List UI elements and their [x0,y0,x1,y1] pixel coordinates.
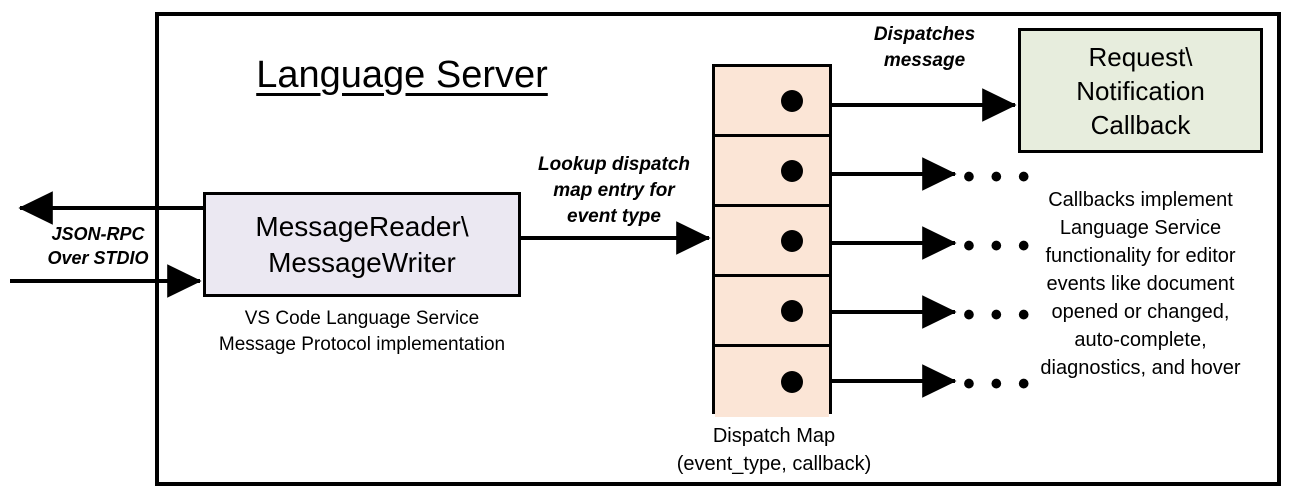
lookup-label-line-1: Lookup dispatch [538,154,690,175]
ellipsis-row-3: • • • [963,227,1033,265]
dispatches-message-edge-label: Dispatches message [832,22,1017,74]
request-notification-callback-node[interactable]: Request\ Notification Callback [1018,28,1263,153]
dispatch-map-row-3[interactable] [715,207,829,277]
callback-pointer-dot-icon [781,371,803,393]
callback-caption-line-3: functionality for editor [1045,245,1236,267]
jsonrpc-transport-label: JSON-RPC Over STDIO [18,222,178,270]
lookup-dispatch-edge-label: Lookup dispatch map entry for event type [519,152,709,230]
language-server-container [155,12,1281,486]
message-reader-writer-caption: VS Code Language Service Message Protoco… [200,306,524,358]
message-reader-label: MessageReader\ [255,210,469,242]
callback-label-line-3: Callback [1090,109,1191,140]
message-reader-writer-node[interactable]: MessageReader\ MessageWriter [203,192,521,297]
callback-caption-line-4: events like document [1046,273,1235,295]
callback-caption-line-2: Language Service [1059,217,1222,239]
callback-pointer-dot-icon [781,299,803,322]
mrw-caption-line-1: VS Code Language Service [244,308,480,329]
lookup-label-line-2: map entry for [553,180,675,201]
ellipsis-row-5: • • • [963,365,1033,403]
jsonrpc-label-line-2: Over STDIO [47,248,149,268]
page-title: Language Server [256,54,548,96]
dispatch-map-row-1[interactable] [715,67,829,137]
callback-caption-line-7: diagnostics, and hover [1040,357,1241,379]
callback-caption-line-6: auto-complete, [1074,329,1207,351]
callback-label-line-1: Request\ [1088,41,1193,72]
dispatch-map-row-5[interactable] [715,347,829,417]
callback-pointer-dot-icon [781,229,803,252]
dispatch-map-caption-line-1: Dispatch Map [712,425,836,447]
callback-caption-line-5: opened or changed, [1051,301,1230,323]
dispatches-label-line-2: message [883,50,966,71]
dispatch-map-caption-line-2: (event_type, callback) [676,453,872,475]
mrw-caption-line-2: Message Protocol implementation [218,334,506,355]
callback-node-caption: Callbacks implement Language Service fun… [1008,186,1273,382]
dispatch-map-row-4[interactable] [715,277,829,347]
ellipsis-row-4: • • • [963,296,1033,334]
callback-pointer-dot-icon [781,159,803,182]
dispatch-map-table[interactable] [712,64,832,417]
lookup-label-line-3: event type [567,206,661,227]
callback-pointer-dot-icon [781,89,803,112]
callback-caption-line-1: Callbacks implement [1048,189,1233,211]
dispatch-map-caption: Dispatch Map (event_type, callback) [650,422,898,478]
message-writer-label: MessageWriter [268,246,456,278]
dispatch-map-row-2[interactable] [715,137,829,207]
ellipsis-row-2: • • • [963,158,1033,196]
callback-label-line-2: Notification [1076,75,1205,106]
jsonrpc-label-line-1: JSON-RPC [51,224,145,244]
dispatches-label-line-1: Dispatches [873,24,976,45]
